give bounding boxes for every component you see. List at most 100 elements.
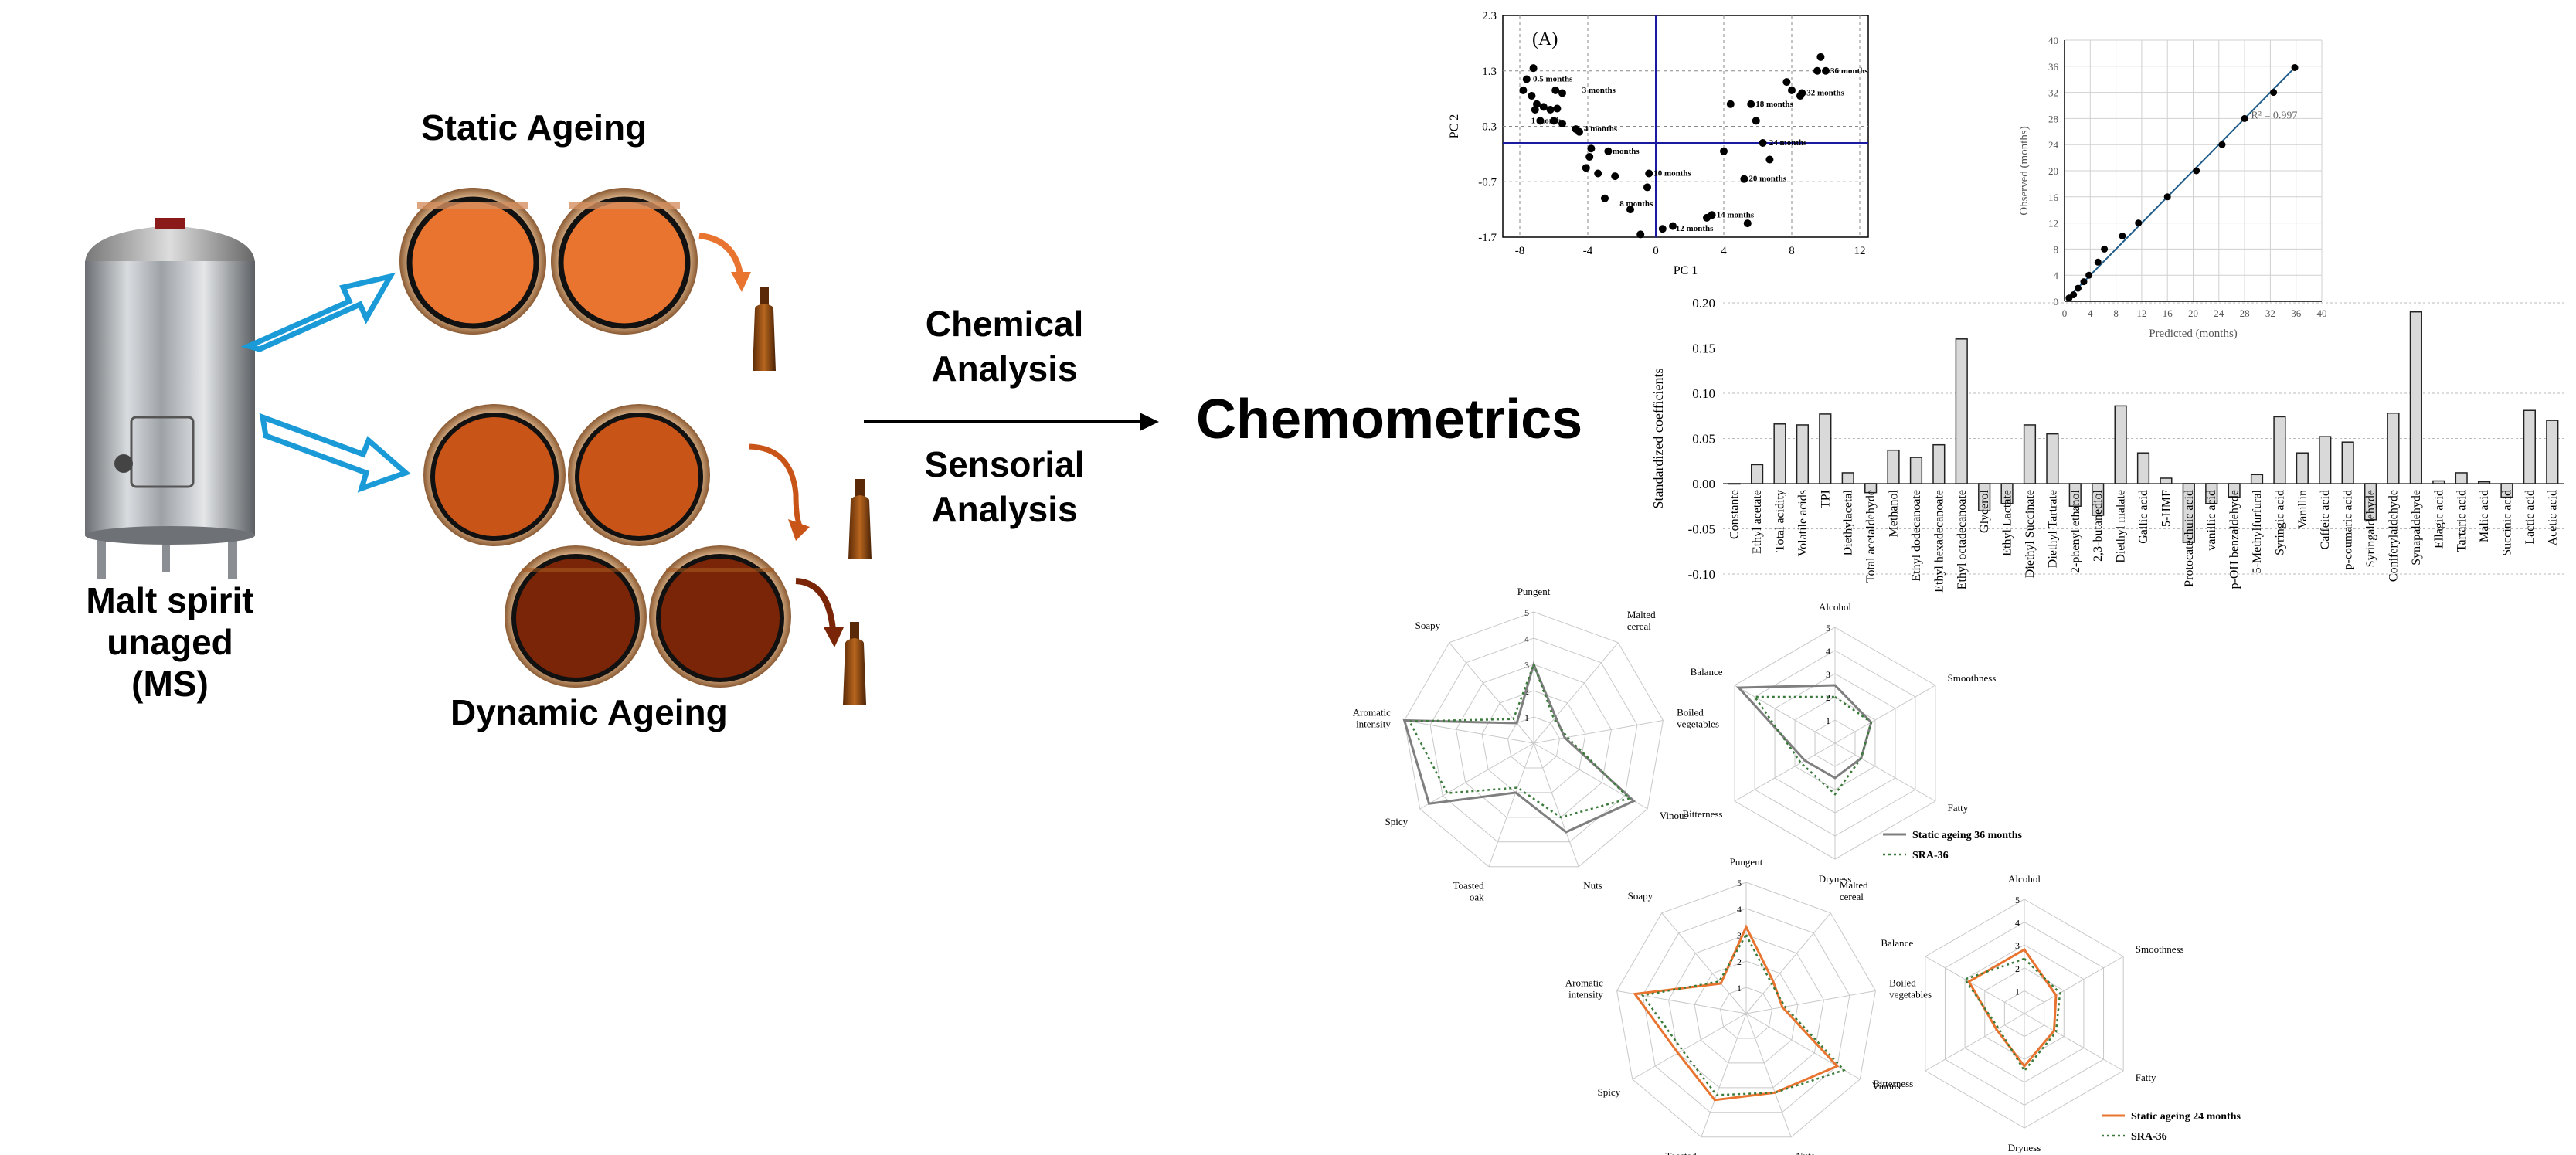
radar-legend-label: Static ageing 24 months bbox=[2131, 1111, 2241, 1123]
pca-point bbox=[1601, 194, 1609, 202]
pca-y-label: PC 2 bbox=[1448, 114, 1461, 139]
radar-grid-ring bbox=[1404, 611, 1664, 868]
coef-bar bbox=[2296, 452, 2309, 484]
coef-bar bbox=[2046, 433, 2059, 484]
radar-spoke bbox=[1701, 1013, 1747, 1137]
coef-category-label: Syringaldehyde bbox=[2364, 490, 2377, 567]
steel-tank-illustration bbox=[85, 218, 255, 579]
radar-scale-tick: 1 bbox=[1524, 712, 1529, 723]
reg-point bbox=[2163, 193, 2171, 201]
coef-bar bbox=[2432, 480, 2445, 484]
process-diagram bbox=[85, 188, 1159, 705]
pca-point bbox=[1558, 89, 1566, 97]
coef-y-tick: 0.15 bbox=[1692, 341, 1715, 356]
pca-y-tick: 1.3 bbox=[1482, 66, 1497, 78]
reg-x-tick: 40 bbox=[2317, 307, 2327, 319]
radar-spoke bbox=[1533, 742, 1579, 867]
pca-point bbox=[1765, 155, 1774, 164]
dynamic-barrel-1 bbox=[423, 404, 566, 546]
radar-axis-label: Pungent bbox=[1517, 586, 1551, 597]
pca-point bbox=[1529, 64, 1538, 73]
coef-category-label: Syringic acid bbox=[2273, 490, 2286, 555]
pca-point bbox=[1528, 92, 1536, 100]
chemical-line-1: Chemical bbox=[925, 304, 1084, 344]
coef-category-label: Total acetaldehyde bbox=[1864, 490, 1878, 583]
reg-point bbox=[2074, 284, 2082, 292]
reg-x-tick: 32 bbox=[2265, 307, 2275, 319]
radar-series-line bbox=[1402, 661, 1636, 834]
reg-x-tick: 0 bbox=[2062, 307, 2068, 319]
reg-y-tick: 8 bbox=[2054, 243, 2059, 255]
pca-point bbox=[1536, 117, 1545, 125]
radar-spoke bbox=[1734, 685, 1836, 744]
radar-axis-label: Toasted bbox=[1665, 1150, 1697, 1155]
pca-annotation: 24 months bbox=[1769, 138, 1807, 148]
reg-y-tick: 24 bbox=[2048, 139, 2059, 151]
coef-y-tick: 0.10 bbox=[1692, 386, 1715, 401]
pca-x-tick: -8 bbox=[1515, 245, 1525, 257]
pca-point bbox=[1575, 127, 1583, 136]
coef-bar bbox=[2205, 483, 2218, 504]
radar-axis-label: Alcohol bbox=[2008, 873, 2041, 885]
radar-series-line bbox=[1963, 957, 2061, 1073]
coef-y-tick: 0.00 bbox=[1692, 477, 1715, 491]
coef-category-label: Tartaric acid bbox=[2455, 490, 2469, 552]
reg-x-tick: 8 bbox=[2113, 307, 2119, 319]
sensorial-analysis-label: Sensorial Analysis bbox=[889, 442, 1120, 532]
pca-point bbox=[1553, 104, 1562, 113]
pca-point bbox=[1720, 147, 1728, 155]
radar-scale-tick: 4 bbox=[1826, 646, 1830, 657]
coef-bar bbox=[2319, 436, 2332, 484]
pca-annotation: 36 months bbox=[1830, 66, 1868, 76]
pca-annotation: 12 months bbox=[1676, 224, 1714, 233]
coef-category-label: Caffeic acid bbox=[2319, 490, 2332, 549]
reg-point bbox=[2080, 278, 2088, 286]
radar-axis-label: intensity bbox=[1356, 718, 1391, 729]
reg-y-tick: 20 bbox=[2048, 165, 2058, 177]
reg-r2-annotation: R² = 0.997 bbox=[2251, 110, 2297, 121]
pca-point bbox=[1546, 105, 1555, 114]
radar-scale-tick: 1 bbox=[1737, 983, 1742, 994]
bottle-dynamic-1 bbox=[848, 479, 872, 559]
coef-bar bbox=[1932, 443, 1946, 484]
coef-y-tick: -0.05 bbox=[1688, 522, 1715, 537]
radar-axis-label: Alcohol bbox=[1819, 601, 1851, 613]
pca-point bbox=[1669, 222, 1677, 230]
bottle-static bbox=[753, 287, 776, 371]
radar-spoke bbox=[1734, 742, 1836, 802]
coef-bar bbox=[1887, 449, 1900, 484]
malt-spirit-label: Malt spirit unaged (MS) bbox=[73, 579, 267, 705]
radar-legend-label: SRA-36 bbox=[2131, 1131, 2167, 1143]
radar-grid-ring bbox=[1456, 664, 1612, 818]
pca-point bbox=[1813, 66, 1821, 75]
reg-point bbox=[2101, 245, 2109, 253]
coef-category-label: Lactic acid bbox=[2523, 490, 2537, 545]
pca-point bbox=[1788, 86, 1796, 94]
radar-axis-label: Nuts bbox=[1796, 1150, 1815, 1155]
coef-bar bbox=[2160, 477, 2173, 484]
coef-category-label: Constante bbox=[1728, 490, 1742, 539]
radar-grid-ring bbox=[1507, 716, 1561, 769]
reg-y-tick: 36 bbox=[2048, 61, 2059, 73]
radar-scale-tick: 4 bbox=[1524, 634, 1529, 644]
pca-point bbox=[1626, 206, 1634, 214]
reg-fit-line bbox=[2067, 66, 2297, 299]
reg-point bbox=[2135, 219, 2143, 227]
radar-scale-tick: 5 bbox=[2015, 895, 2020, 905]
coef-bar bbox=[1841, 472, 1854, 484]
reg-point bbox=[2119, 233, 2126, 239]
coef-category-label: vanillic acid bbox=[2205, 490, 2218, 551]
coef-bar bbox=[1751, 464, 1764, 484]
radar-axis-label: Spicy bbox=[1385, 816, 1409, 827]
radar-grid-ring bbox=[1668, 934, 1824, 1089]
coef-bar bbox=[1955, 338, 1968, 484]
sensorial-line-1: Sensorial bbox=[924, 444, 1085, 484]
radar-axis-label: Pungent bbox=[1730, 856, 1763, 868]
radar-grid-ring bbox=[1642, 908, 1850, 1113]
radar-axis-label: Aromatic bbox=[1565, 977, 1603, 988]
pca-annotation: 6 months bbox=[1606, 147, 1640, 156]
radar-scale-tick: 2 bbox=[1737, 956, 1742, 967]
radar-axis-label: Vinous bbox=[1872, 1080, 1901, 1092]
radar-axis-label: vegetables bbox=[1677, 718, 1719, 729]
